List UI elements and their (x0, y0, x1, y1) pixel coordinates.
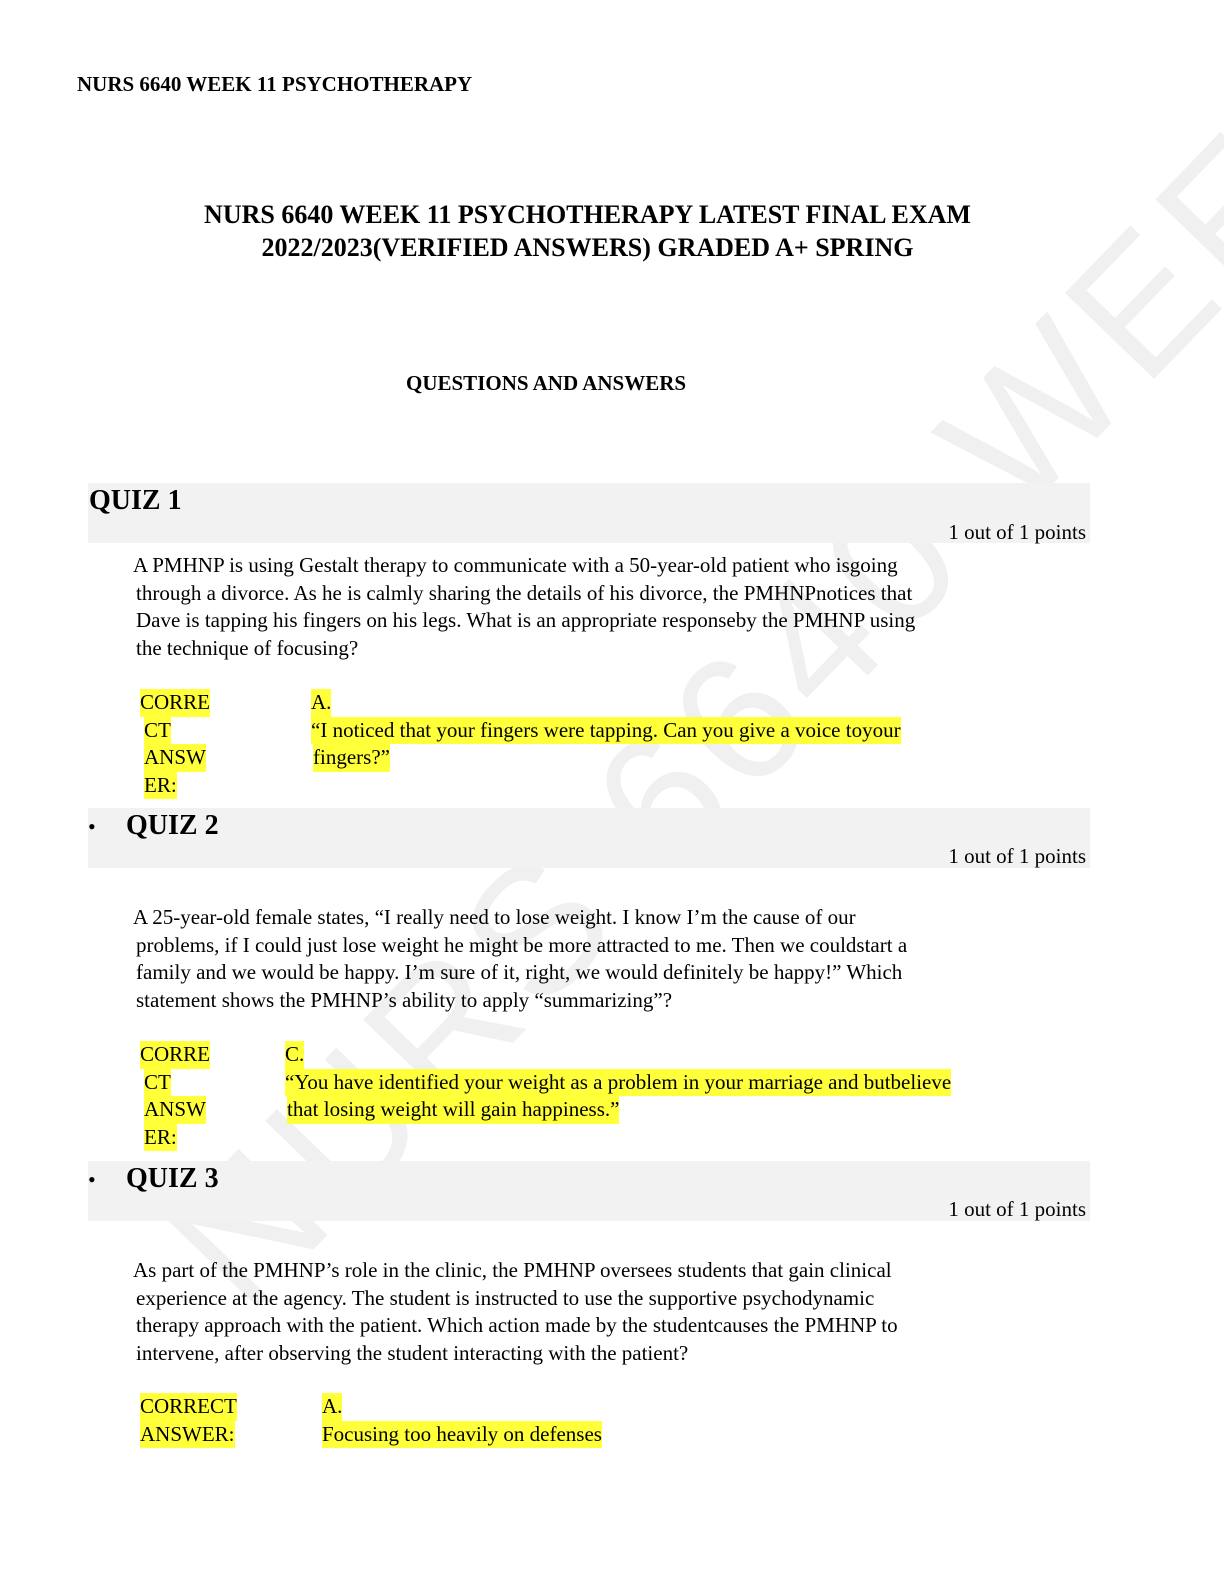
question-line: experience at the agency. The student is… (136, 1285, 875, 1310)
quiz-3-correct-answer-label: CORRECT ANSWER: (140, 1393, 237, 1448)
quiz-2-header-band (88, 808, 1090, 868)
label-line: CORRE (140, 1041, 211, 1069)
quiz-2-question: A 25-year-old female states, “I really n… (133, 904, 1033, 1014)
question-line: problems, if I could just lose weight he… (136, 932, 908, 957)
quiz-1-question: A PMHNP is using Gestalt therapy to comm… (133, 552, 1033, 662)
running-header: NURS 6640 WEEK 11 PSYCHOTHERAPY (77, 72, 473, 96)
label-line: CT (144, 1068, 171, 1096)
quiz-3-bullet: • (88, 1167, 96, 1192)
label-line: ANSW (144, 1096, 206, 1124)
question-line: family and we would be happy. I’m sure o… (136, 960, 903, 984)
quiz-2-correct-answer: C. “You have identified your weight as a… (285, 1041, 952, 1124)
quiz-3-title: QUIZ 3 (126, 1163, 219, 1194)
section-heading: QUESTIONS AND ANSWERS (406, 371, 687, 395)
document-title: NURS 6640 WEEK 11 PSYCHOTHERAPY LATEST F… (120, 198, 1055, 264)
quiz-2-points: 1 out of 1 points (948, 844, 1086, 868)
question-line: through a divorce. As he is calmly shari… (136, 580, 913, 605)
quiz-1-points: 1 out of 1 points (948, 520, 1086, 544)
quiz-3-header-band (88, 1161, 1090, 1221)
answer-line: “I noticed that your fingers were tappin… (311, 716, 901, 744)
quiz-3-correct-answer: A. Focusing too heavily on defenses (322, 1393, 602, 1448)
quiz-2-bullet: • (88, 814, 96, 839)
answer-line: C. (285, 1041, 305, 1069)
document-title-line: 2022/2023(VERIFIED ANSWERS) GRADED A+ SP… (261, 233, 914, 262)
question-line: statement shows the PMHNP’s ability to a… (136, 987, 673, 1012)
question-line: therapy approach with the patient. Which… (136, 1313, 898, 1337)
quiz-1-title: QUIZ 1 (89, 485, 182, 516)
label-line: CORRECT (140, 1393, 237, 1421)
label-line: CT (144, 716, 171, 744)
question-line: A PMHNP is using Gestalt therapy to comm… (133, 553, 898, 577)
quiz-3-points: 1 out of 1 points (948, 1197, 1086, 1221)
question-line: Dave is tapping his fingers on his legs.… (136, 608, 916, 632)
label-line: CORRE (140, 689, 211, 717)
answer-line: “You have identified your weight as a pr… (285, 1068, 952, 1096)
quiz-1-correct-answer-label: CORRE CT ANSW ER: (140, 689, 211, 799)
label-line: ANSW (144, 744, 206, 772)
quiz-1-correct-answer: A. “I noticed that your fingers were tap… (311, 689, 901, 772)
answer-line: A. (311, 689, 332, 717)
question-line: intervene, after observing the student i… (136, 1340, 689, 1365)
answer-line: fingers?” (313, 744, 390, 772)
quiz-3-question: As part of the PMHNP’s role in the clini… (133, 1257, 1033, 1367)
label-line: ER: (144, 1123, 177, 1151)
answer-line: A. (322, 1393, 343, 1421)
label-line: ER: (144, 771, 177, 799)
question-line: A 25-year-old female states, “I really n… (133, 905, 856, 929)
question-line: the technique of focusing? (136, 635, 359, 660)
answer-line: that losing weight will gain happiness.” (287, 1096, 620, 1124)
quiz-2-correct-answer-label: CORRE CT ANSW ER: (140, 1041, 211, 1151)
quiz-2-title: QUIZ 2 (126, 810, 219, 841)
label-line: ANSWER: (140, 1420, 235, 1448)
document-title-line: NURS 6640 WEEK 11 PSYCHOTHERAPY LATEST F… (204, 200, 971, 229)
quiz-1-header-band (88, 483, 1090, 543)
question-line: As part of the PMHNP’s role in the clini… (133, 1258, 892, 1282)
answer-line: Focusing too heavily on defenses (322, 1420, 602, 1448)
